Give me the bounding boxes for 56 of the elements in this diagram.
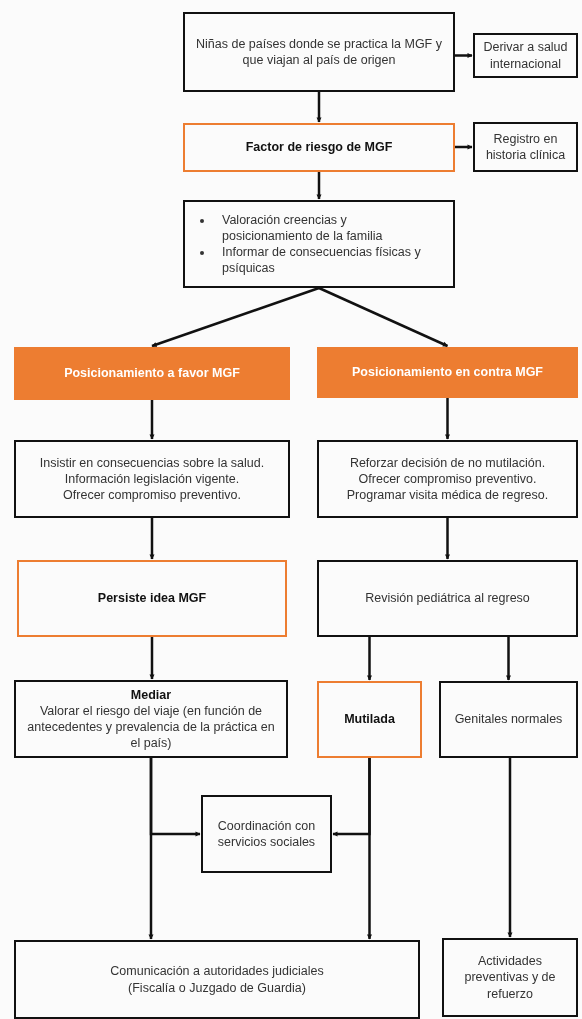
process-box (14, 940, 420, 1019)
arrow (367, 758, 372, 940)
branch-header (317, 347, 578, 398)
box-text: Reforzar decisión de no mutilación. (349, 454, 546, 471)
arrow (316, 92, 322, 123)
arrow (455, 53, 473, 58)
box-text: Persiste idea MGF (97, 590, 207, 607)
box-heading: Mediar (130, 686, 172, 703)
arrow (149, 637, 155, 680)
box-text: Información legislación vigente. (64, 470, 240, 488)
arrow (316, 172, 322, 200)
process-box (14, 680, 288, 758)
box-text: Valorar el riesgo del viaje (en función de antecedentes y prevalencia de la práctica en el país) (26, 702, 276, 752)
box-text: Actividades preventivas y de refuerzo (463, 953, 557, 1002)
box-text: Coordinación con servicios sociales (216, 817, 317, 851)
box-text: Ofrecer compromiso preventivo. (358, 470, 537, 488)
process-box (201, 795, 332, 873)
box-text: Factor de riesgo de MGF (245, 139, 393, 156)
box-text: Comunicación a autoridades judiciales (110, 963, 324, 980)
bullet-text: Valoración creencias y posicionamiento de la familia (222, 212, 383, 243)
arrow (148, 758, 154, 940)
box-text: Registro en historia clínica (484, 130, 567, 164)
arrow (507, 758, 513, 938)
process-box (439, 681, 578, 758)
arrow (318, 286, 448, 348)
box-text: Posicionamiento a favor MGF (64, 365, 240, 382)
box-text: Insistir en consecuencias sobre la salud. (39, 454, 265, 471)
process-box (442, 938, 578, 1017)
box-text: Mutilada (344, 711, 395, 728)
process-box (183, 200, 455, 288)
arrow (445, 398, 450, 440)
bullet-text: Informar de consecuencias físicas y psíquicas (222, 245, 421, 276)
process-box (14, 440, 290, 518)
arrow (149, 518, 155, 560)
box-text: Niñas de países donde se practica la MGF y que viajan al país de origen (195, 35, 443, 69)
process-box (473, 122, 578, 172)
arrow (149, 400, 155, 440)
arrow (367, 637, 372, 681)
arrow (506, 637, 511, 681)
risk-box (317, 681, 422, 758)
risk-box (17, 560, 287, 637)
process-box (473, 33, 578, 78)
box-text: Genitales normales (454, 711, 563, 728)
branch-header (14, 347, 290, 400)
box-text: (Fiscalía o Juzgado de Guardia) (128, 979, 306, 996)
box-text: Ofrecer compromiso preventivo. (63, 487, 241, 504)
process-box (183, 12, 455, 92)
box-text: Derivar a salud internacional (482, 39, 569, 72)
risk-box (183, 123, 455, 172)
arrow (445, 518, 450, 560)
box-text: Posicionamiento en contra MGF (352, 364, 543, 381)
box-text: Revisión pediátrica al regreso (365, 590, 530, 607)
arrow (151, 286, 320, 348)
box-text: Programar visita médica de regreso. (346, 487, 549, 504)
process-box (317, 440, 578, 518)
process-box (317, 560, 578, 637)
